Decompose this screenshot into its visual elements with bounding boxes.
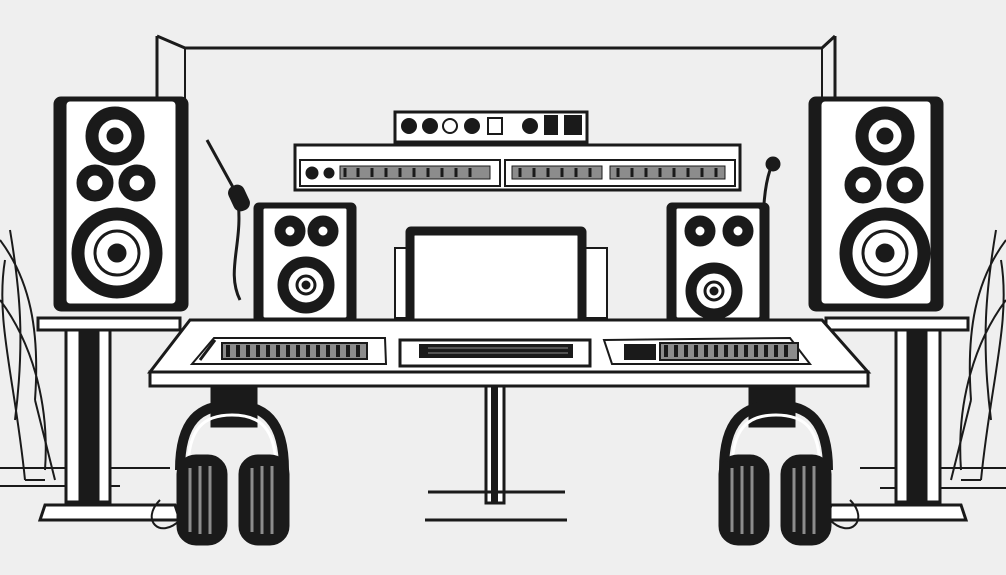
left-speaker-stand <box>36 316 183 522</box>
headphones-icon <box>150 384 290 546</box>
right-speaker-stand <box>823 316 970 522</box>
speaker-icon <box>253 202 357 324</box>
plant-icon <box>0 229 56 481</box>
headphones-icon <box>718 384 860 546</box>
speaker-icon <box>53 96 189 312</box>
rack-unit-icon <box>293 143 742 192</box>
mixer-icon <box>602 336 813 365</box>
mixer-icon <box>189 337 388 365</box>
keyboard-icon <box>398 338 592 368</box>
speaker-icon <box>808 96 944 312</box>
rack-unit-icon <box>393 110 589 144</box>
laptop-icon <box>394 226 608 334</box>
microphone-icon <box>205 139 250 301</box>
plant-icon <box>950 229 1006 481</box>
speaker-icon <box>666 202 770 324</box>
